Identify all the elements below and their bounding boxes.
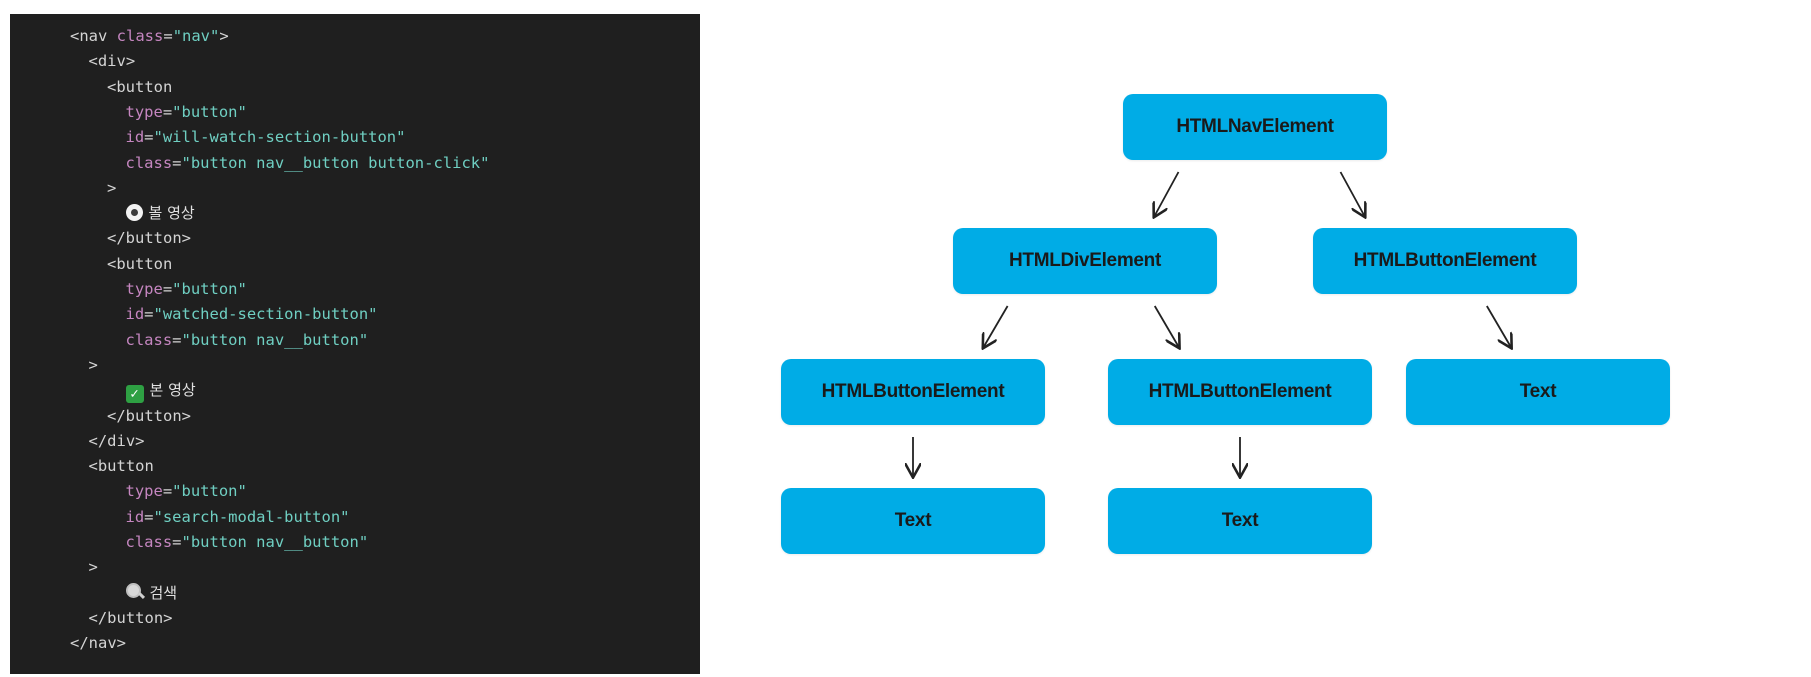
- code-line: <nav class="nav">: [70, 24, 229, 48]
- code-token: =: [172, 533, 182, 551]
- code-token: <div>: [88, 52, 136, 71]
- code-token: id: [125, 507, 145, 526]
- code-token: "nav": [172, 27, 220, 45]
- code-line: <div>: [89, 49, 136, 73]
- code-line: </button>: [89, 606, 173, 630]
- code-line: >: [89, 555, 98, 579]
- tree-node-text1: Text: [781, 488, 1045, 554]
- code-line: </button>: [107, 404, 191, 428]
- code-token: =: [162, 280, 173, 298]
- tree-node-btn3: HTMLButtonElement: [1313, 228, 1577, 294]
- code-token: "button nav__button": [181, 533, 369, 551]
- code-token: class: [125, 533, 173, 551]
- code-token: "button": [172, 280, 247, 298]
- code-token: =: [172, 153, 182, 172]
- tree-edge-div-btn1: [984, 305, 1009, 347]
- code-line: <button: [107, 252, 172, 276]
- code-line: type="button": [126, 479, 247, 503]
- code-token: =: [162, 102, 173, 121]
- tree-node-text2: Text: [1108, 488, 1372, 554]
- code-line: id="will-watch-section-button": [126, 125, 406, 149]
- code-line: >: [89, 353, 98, 377]
- code-token: >: [88, 355, 98, 374]
- code-token: id: [125, 128, 145, 147]
- code-token: >: [88, 558, 98, 577]
- code-token: </button>: [88, 608, 173, 627]
- tree-node-btn2: HTMLButtonElement: [1108, 359, 1372, 425]
- code-token: =: [144, 305, 154, 324]
- code-line: </button>: [107, 226, 191, 250]
- code-token: type: [125, 280, 163, 298]
- code-token: <nav: [70, 27, 117, 45]
- tree-node-div: HTMLDivElement: [953, 228, 1217, 294]
- search-icon: [125, 582, 146, 601]
- code-line: <button: [89, 454, 154, 478]
- code-token: type: [125, 102, 163, 121]
- code-token: =: [144, 507, 154, 526]
- code-token: "watched-section-button": [153, 305, 378, 324]
- tree-node-text3: Text: [1406, 359, 1670, 425]
- code-line: class="button nav__button": [126, 530, 369, 554]
- tree-node-btn1: HTMLButtonElement: [781, 359, 1045, 425]
- code-line: </nav>: [70, 631, 126, 655]
- code-line: 볼 영상: [125, 201, 195, 225]
- code-token: "button nav__button button-click": [181, 153, 490, 172]
- code-line: ✓ 본 영상: [125, 378, 196, 404]
- code-line: id="search-modal-button": [126, 505, 350, 529]
- code-token: id: [125, 305, 145, 324]
- code-line: class="button nav__button": [126, 328, 369, 352]
- tree-edge-div-btn2: [1153, 305, 1179, 347]
- code-line: id="watched-section-button": [126, 302, 378, 326]
- code-token: "button": [172, 102, 247, 121]
- code-token: "will-watch-section-button": [153, 128, 406, 147]
- code-token: "search-modal-button": [153, 507, 350, 526]
- code-token: >: [107, 178, 117, 197]
- code-token: =: [172, 330, 182, 349]
- code-line: type="button": [126, 277, 247, 301]
- code-token: >: [219, 27, 229, 45]
- code-token: 볼 영상: [148, 204, 195, 223]
- code-token: 본 영상: [149, 381, 196, 400]
- code-token: "button nav__button": [181, 330, 369, 349]
- eye-icon: [125, 204, 143, 222]
- code-token: 검색: [149, 583, 178, 602]
- code-token: class: [116, 27, 164, 45]
- code-token: </button>: [107, 406, 191, 425]
- code-line: >: [107, 176, 116, 200]
- code-line: </div>: [89, 429, 145, 453]
- code-line: type="button": [126, 100, 247, 124]
- code-token: =: [162, 482, 173, 501]
- code-token: <button: [107, 77, 173, 96]
- code-token: =: [163, 27, 173, 45]
- code-token: <button: [107, 254, 173, 273]
- check-icon: ✓: [125, 385, 144, 404]
- code-token: </button>: [107, 229, 191, 248]
- code-token: class: [125, 153, 173, 172]
- code-line: class="button nav__button button-click": [126, 151, 490, 175]
- code-line: <button: [107, 75, 172, 99]
- tree-node-nav: HTMLNavElement: [1123, 94, 1387, 160]
- tree-edge-nav-btn3: [1339, 171, 1365, 216]
- code-token: =: [144, 128, 154, 147]
- code-token: "button": [172, 482, 247, 501]
- code-token: type: [125, 482, 163, 501]
- code-token: <button: [88, 457, 154, 476]
- code-line: 검색: [125, 581, 178, 605]
- tree-edge-nav-div: [1155, 171, 1180, 216]
- code-token: </div>: [88, 431, 145, 450]
- code-token: </nav>: [70, 634, 126, 653]
- code-token: class: [125, 330, 173, 349]
- tree-edge-btn3-text3: [1486, 305, 1511, 347]
